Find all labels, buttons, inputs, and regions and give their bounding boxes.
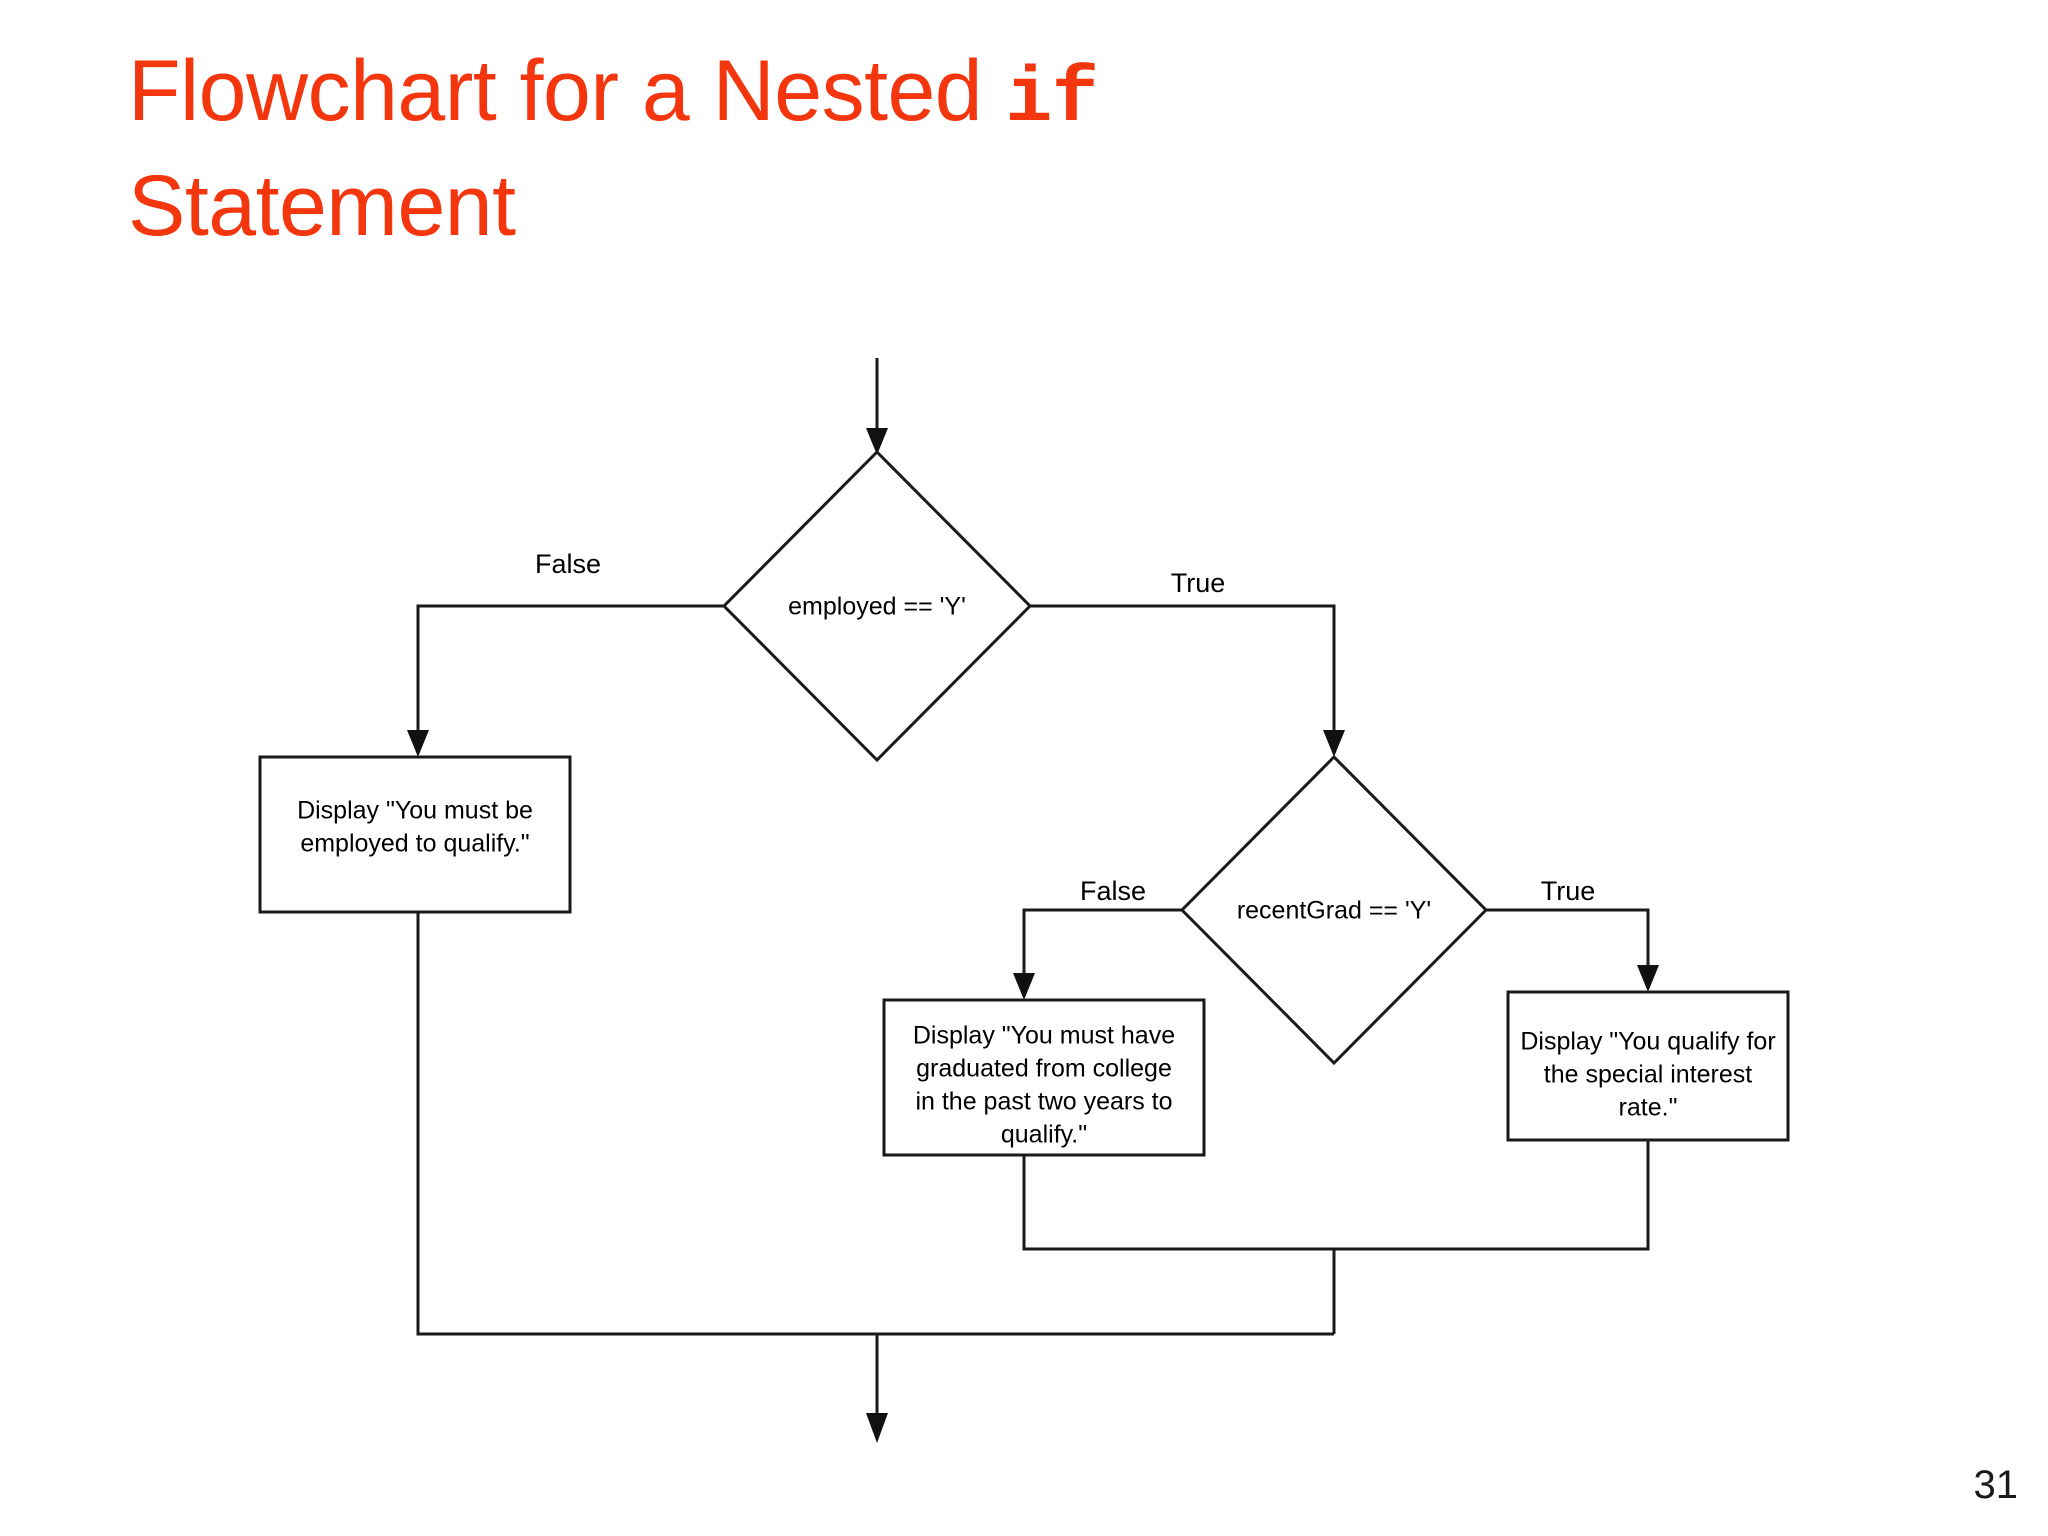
- process-must-have-graduated-line-2: graduated from college: [916, 1055, 1172, 1083]
- connector-recentgrad-false: [1013, 908, 1182, 1000]
- process-you-qualify-line-3: rate.": [1619, 1094, 1678, 1122]
- process-must-be-employed-line-1: Display "You must be: [297, 797, 533, 825]
- process-must-have-graduated-line-3: in the past two years to: [915, 1088, 1172, 1116]
- decision-recentgrad-false-label: False: [1080, 876, 1146, 906]
- decision-employed-false-label: False: [535, 549, 601, 579]
- decision-employed[interactable]: employed == 'Y': [721, 449, 1033, 763]
- decision-employed-label: employed == 'Y': [788, 593, 966, 621]
- process-you-qualify-line-2: the special interest: [1544, 1061, 1753, 1089]
- page-number: 31: [1973, 1463, 2019, 1507]
- process-must-have-graduated-line-4: qualify.": [1001, 1121, 1087, 1149]
- page-title-keyword-if: if: [1005, 56, 1099, 144]
- decision-recentgrad-true-label: True: [1541, 876, 1596, 906]
- decision-recentgrad[interactable]: recentGrad == 'Y': [1179, 754, 1489, 1066]
- process-must-be-employed-line-2: employed to qualify.": [300, 830, 529, 858]
- process-you-qualify[interactable]: Display "You qualify for the special int…: [1506, 990, 1790, 1142]
- process-must-have-graduated-line-1: Display "You must have: [913, 1022, 1175, 1050]
- connector-inner-merge: [1022, 1140, 1650, 1334]
- page-title-part-2: Statement: [128, 157, 516, 254]
- decision-employed-true-label: True: [1171, 568, 1226, 598]
- decision-recentgrad-label: recentGrad == 'Y': [1237, 897, 1431, 925]
- connector-outer-merge: [416, 912, 1334, 1443]
- process-must-have-graduated[interactable]: Display "You must have graduated from co…: [882, 998, 1206, 1157]
- connector-employed-false: [407, 604, 724, 757]
- connector-employed-true: [1030, 604, 1345, 757]
- process-must-be-employed[interactable]: Display "You must be employed to qualify…: [258, 755, 572, 914]
- process-you-qualify-line-1: Display "You qualify for: [1520, 1028, 1775, 1056]
- connector-entry: [866, 358, 888, 455]
- connector-recentgrad-true: [1486, 908, 1659, 992]
- page-title-part-1: Flowchart for a Nested: [128, 43, 1006, 139]
